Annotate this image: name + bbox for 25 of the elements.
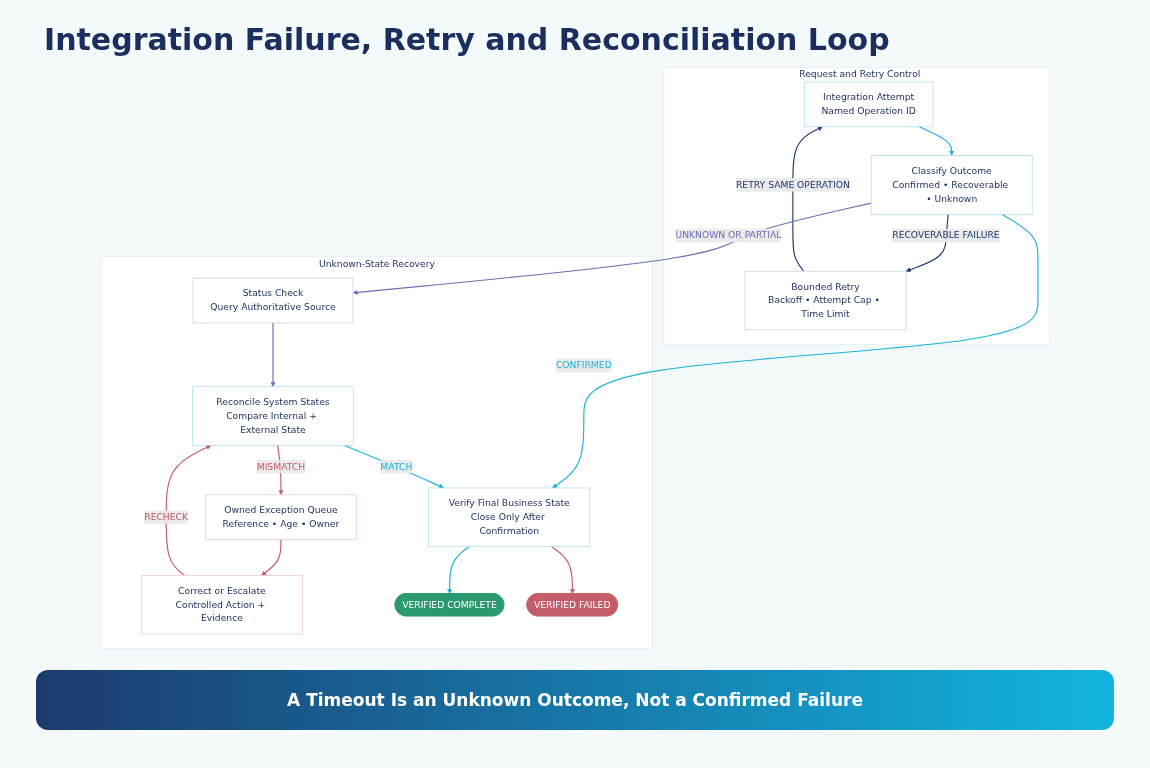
arrow xyxy=(165,445,212,576)
arrow xyxy=(792,126,823,272)
arrow xyxy=(352,202,872,295)
arrow xyxy=(550,546,575,594)
node-box: Status Check Query Authoritative Source xyxy=(192,277,354,324)
arrow xyxy=(918,126,955,156)
arrow xyxy=(270,322,276,387)
node-box: Reconcile System States Compare Internal + External State xyxy=(192,386,354,446)
node-box: Integration Attempt Named Operation ID xyxy=(803,81,934,128)
edge-label: RECHECK xyxy=(144,511,189,523)
edge-label: CONFIRMED xyxy=(555,359,612,371)
edge-label: MISMATCH xyxy=(256,460,306,472)
edge-label: RETRY SAME OPERATION xyxy=(735,179,850,191)
arrow xyxy=(447,546,470,594)
node-box: Verify Final Business State Close Only After Confirmation xyxy=(428,487,590,547)
node-box: Correct or Escalate Controlled Action + Evidence xyxy=(141,575,303,635)
node-box: Owned Exception Queue Reference • Age • Owner xyxy=(205,494,357,540)
node-box: Bounded Retry Backoff • Attempt Cap • Time Limit xyxy=(744,270,907,331)
node-box: Classify Outcome Confirmed • Recoverable • Unknown xyxy=(870,155,1033,215)
edge-label: UNKNOWN OR PARTIAL xyxy=(675,229,782,241)
title: Integration Failure, Retry and Reconciliation Loop xyxy=(43,21,891,59)
arrow xyxy=(261,539,282,576)
edge-label: RECOVERABLE FAILURE xyxy=(892,229,1000,241)
caption: A Timeout Is an Unknown Outcome, Not a Confirmed Failure xyxy=(287,690,863,710)
edge-label: MATCH xyxy=(380,460,413,472)
